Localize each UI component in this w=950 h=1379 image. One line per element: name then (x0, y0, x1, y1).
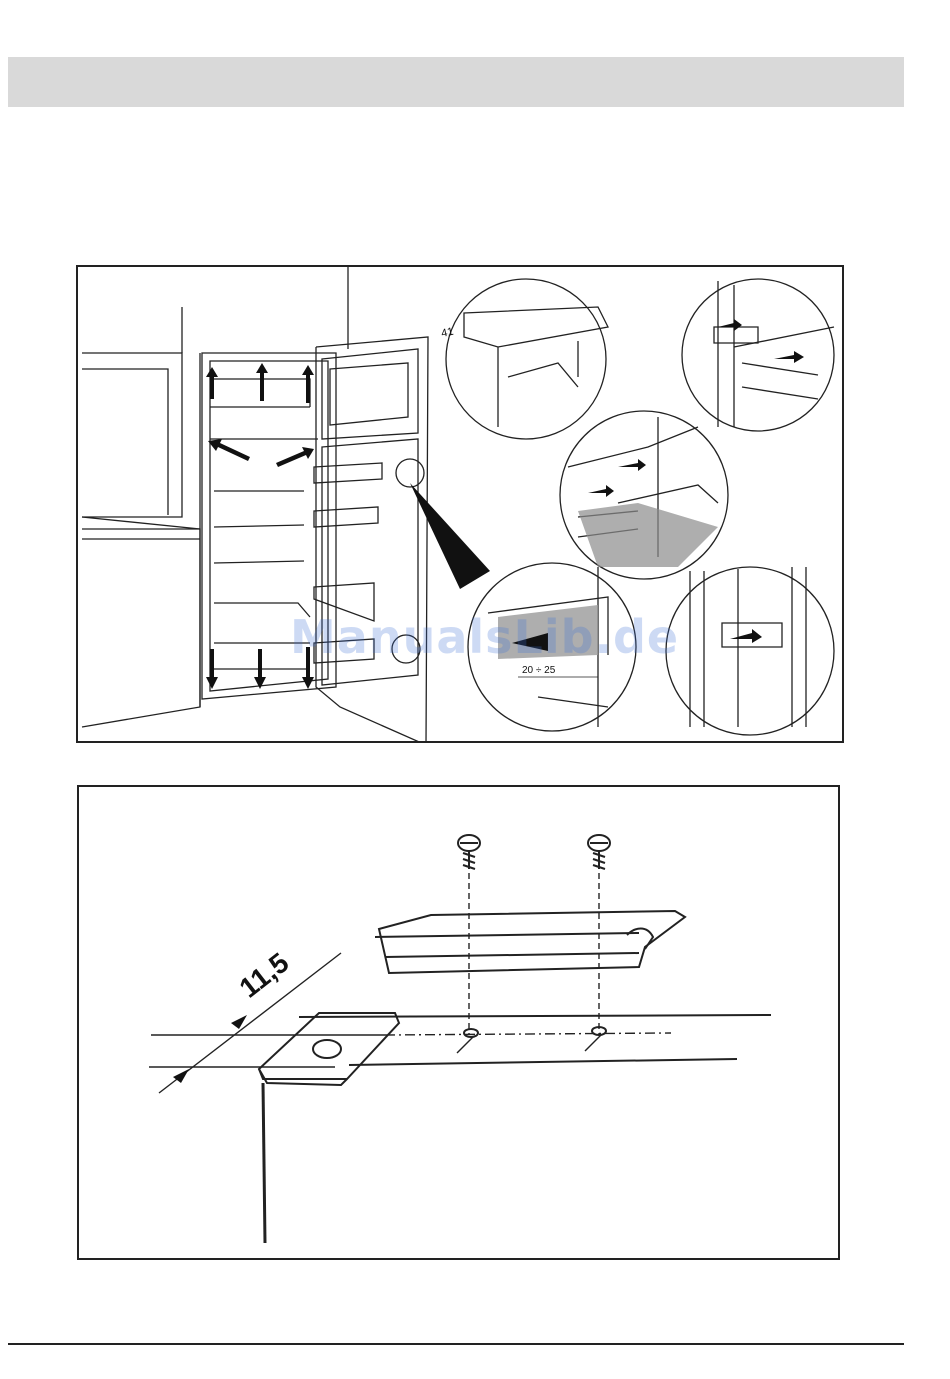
watermark: ManualsLib.de (290, 610, 679, 664)
callout-wedge (410, 483, 490, 589)
fridge-line-drawing: 41 20 ÷ 25 (78, 267, 844, 743)
fridge-door-installation-figure: 41 20 ÷ 25 (76, 265, 844, 743)
header-bar (8, 57, 904, 107)
footer-rule (8, 1343, 904, 1345)
hinge-cover-line-drawing: 11,5 (79, 787, 840, 1260)
door-hinge-cover-figure: 11,5 (77, 785, 840, 1260)
gap-range-label: 20 ÷ 25 (522, 665, 556, 676)
screw-icon-left (458, 835, 480, 869)
gap-top-label: 41 (440, 326, 454, 340)
screw-icon-right (588, 835, 610, 869)
